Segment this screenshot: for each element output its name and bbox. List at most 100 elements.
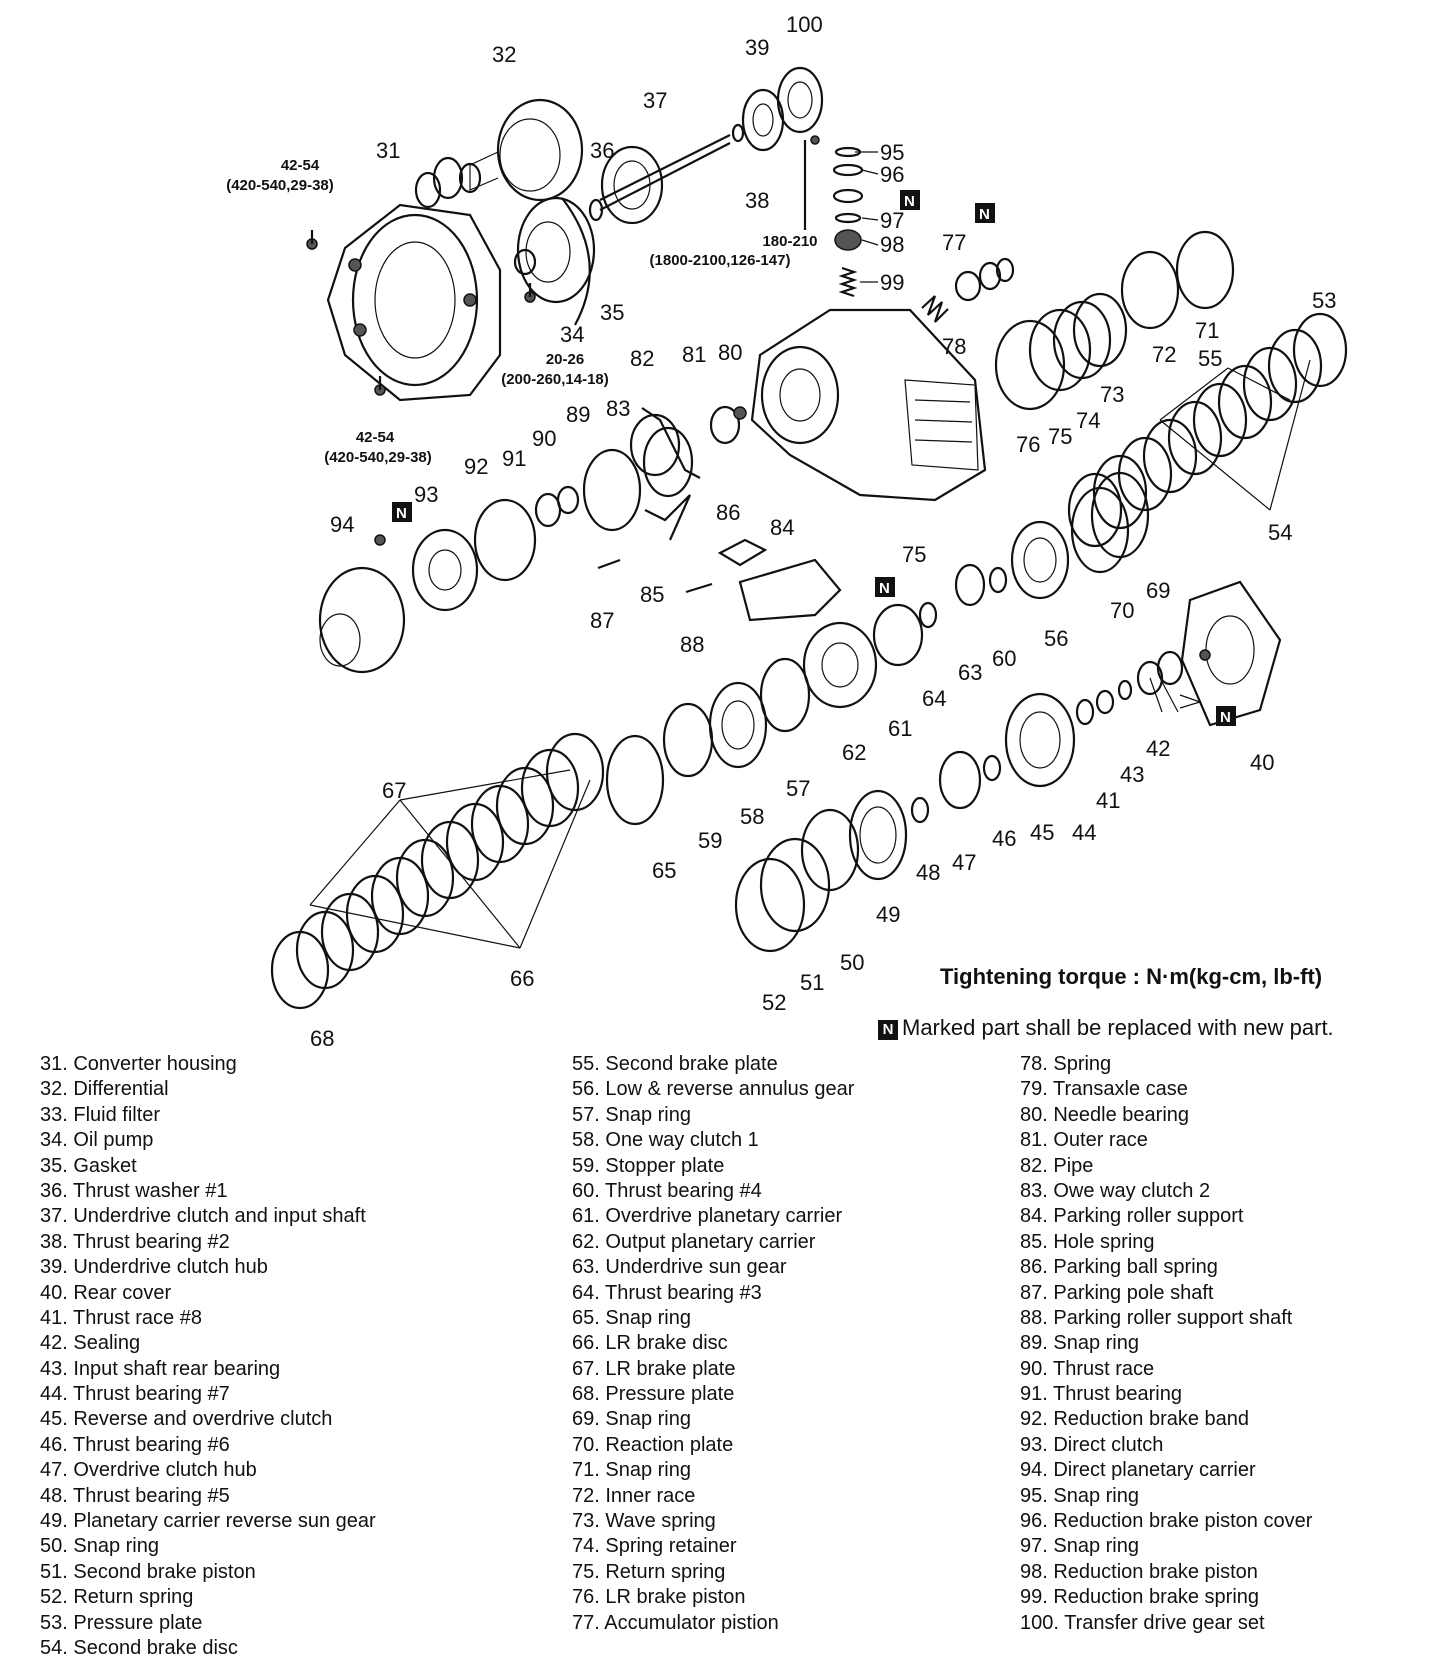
callout-83: 83 bbox=[606, 396, 630, 421]
legend-item: 73. Wave spring bbox=[572, 1510, 716, 1533]
callout-37: 37 bbox=[643, 88, 667, 113]
legend-item: 83. Owe way clutch 2 bbox=[1020, 1179, 1211, 1202]
callout-71: 71 bbox=[1195, 318, 1219, 343]
direct-clutch-group bbox=[318, 426, 694, 674]
legend-item: 38. Thrust bearing #2 bbox=[40, 1230, 230, 1253]
legend-item: 54. Second brake disc bbox=[40, 1636, 238, 1659]
callout-73: 73 bbox=[1100, 382, 1124, 407]
callout-90: 90 bbox=[532, 426, 556, 451]
legend-item: 65. Snap ring bbox=[572, 1306, 691, 1329]
legend-item: 78. Spring bbox=[1020, 1053, 1112, 1075]
legend-item: 47. Overdrive clutch hub bbox=[40, 1459, 257, 1482]
accumulator-piston-part bbox=[921, 257, 1015, 323]
legend-item: 79. Transaxle case bbox=[1020, 1078, 1188, 1101]
callout-labels: 31 32 34 35 36 37 38 39 100 95 96 97 98 … bbox=[310, 12, 1336, 1050]
legend-item: 46. Thrust bearing #6 bbox=[40, 1433, 230, 1456]
new-part-marker: N bbox=[875, 577, 895, 597]
callout-45: 45 bbox=[1030, 820, 1054, 845]
legend-item: 60. Thrust bearing #4 bbox=[572, 1179, 762, 1202]
callout-54: 54 bbox=[1268, 520, 1292, 545]
legend-item: 55. Second brake plate bbox=[572, 1053, 778, 1075]
callout-66: 66 bbox=[510, 966, 534, 991]
callout-78: 78 bbox=[942, 334, 966, 359]
oil-pump-part bbox=[513, 196, 596, 326]
legend-item: 57. Snap ring bbox=[572, 1103, 691, 1126]
callout-62: 62 bbox=[842, 740, 866, 765]
callout-44: 44 bbox=[1072, 820, 1096, 845]
legend-item: 44. Thrust bearing #7 bbox=[40, 1383, 230, 1406]
callout-77: 77 bbox=[942, 230, 966, 255]
legend-item: 89. Snap ring bbox=[1020, 1332, 1139, 1355]
svg-text:N: N bbox=[879, 580, 890, 597]
legend-item: 37. Underdrive clutch and input shaft bbox=[40, 1205, 366, 1228]
callout-76: 76 bbox=[1016, 432, 1040, 457]
legend-item: 67. LR brake plate bbox=[572, 1357, 736, 1380]
callout-65: 65 bbox=[652, 858, 676, 883]
svg-text:N: N bbox=[979, 206, 990, 223]
callout-61: 61 bbox=[888, 716, 912, 741]
differential-part bbox=[414, 98, 584, 209]
legend-item: 94. Direct planetary carrier bbox=[1020, 1459, 1256, 1482]
callout-88: 88 bbox=[680, 632, 704, 657]
callout-38: 38 bbox=[745, 188, 769, 213]
callout-86: 86 bbox=[716, 500, 740, 525]
legend-item: 98. Reduction brake piston bbox=[1020, 1560, 1258, 1583]
input-shaft-part bbox=[588, 66, 824, 225]
torque-spec-pump-detail: (200-260,14-18) bbox=[501, 371, 609, 388]
legend-item: 75. Return spring bbox=[572, 1560, 726, 1583]
callout-57: 57 bbox=[786, 776, 810, 801]
svg-text:N: N bbox=[1220, 709, 1231, 726]
callout-80: 80 bbox=[718, 340, 742, 365]
new-part-marker: N bbox=[392, 502, 412, 522]
callout-94: 94 bbox=[330, 512, 354, 537]
legend-item: 97. Snap ring bbox=[1020, 1535, 1139, 1558]
second-brake-pack bbox=[1067, 312, 1348, 548]
legend-item: 41. Thrust race #8 bbox=[40, 1306, 202, 1329]
callout-84: 84 bbox=[770, 515, 794, 540]
torque-spec-pump: 20-26 bbox=[546, 351, 584, 368]
legend-item: 82. Pipe bbox=[1020, 1154, 1094, 1177]
callout-67: 67 bbox=[382, 778, 406, 803]
legend-item: 31. Converter housing bbox=[40, 1053, 237, 1075]
callout-97: 97 bbox=[880, 208, 904, 233]
legend-item: 92. Reduction brake band bbox=[1020, 1408, 1250, 1431]
callout-89: 89 bbox=[566, 402, 590, 427]
legend-item: 45. Reverse and overdrive clutch bbox=[40, 1408, 333, 1431]
callout-46: 46 bbox=[992, 826, 1016, 851]
callout-34: 34 bbox=[560, 322, 584, 347]
legend-item: 59. Stopper plate bbox=[572, 1154, 725, 1177]
legend-item: 48. Thrust bearing #5 bbox=[40, 1484, 230, 1507]
new-part-markers: N N N N N bbox=[392, 190, 1236, 726]
reduction-brake-stack bbox=[832, 146, 864, 298]
callout-72: 72 bbox=[1152, 342, 1176, 367]
legend-item: 39. Underdrive clutch hub bbox=[40, 1256, 268, 1279]
callout-52: 52 bbox=[762, 990, 786, 1015]
callout-96: 96 bbox=[880, 162, 904, 187]
legend-item: 36. Thrust washer #1 bbox=[40, 1179, 228, 1202]
callout-58: 58 bbox=[740, 804, 764, 829]
legend-item: 76. LR brake piston bbox=[572, 1586, 746, 1609]
callout-64: 64 bbox=[922, 686, 946, 711]
lr-brake-piston-stack bbox=[994, 230, 1235, 411]
callout-59: 59 bbox=[698, 828, 722, 853]
legend-item: 50. Snap ring bbox=[40, 1535, 159, 1558]
callout-98: 98 bbox=[880, 232, 904, 257]
legend-item: 100. Transfer drive gear set bbox=[1020, 1611, 1265, 1634]
new-part-note-text: Marked part shall be replaced with new p… bbox=[902, 1015, 1334, 1040]
callout-95: 95 bbox=[880, 140, 904, 165]
parts-legend-column-2: 55. Second brake plate 56. Low & reverse … bbox=[572, 1052, 854, 1636]
callout-56: 56 bbox=[1044, 626, 1068, 651]
legend-item: 58. One way clutch 1 bbox=[572, 1129, 759, 1152]
legend-item: 33. Fluid filter bbox=[40, 1103, 161, 1126]
callout-51: 51 bbox=[800, 970, 824, 995]
legend-item: 35. Gasket bbox=[40, 1154, 137, 1177]
new-part-marker: N bbox=[975, 203, 995, 223]
leader-lines bbox=[855, 151, 1179, 713]
callout-92: 92 bbox=[464, 454, 488, 479]
legend-item: 64. Thrust bearing #3 bbox=[572, 1281, 762, 1304]
callout-74: 74 bbox=[1076, 408, 1100, 433]
callout-53: 53 bbox=[1312, 288, 1336, 313]
legend-item: 56. Low & reverse annulus gear bbox=[572, 1078, 855, 1101]
transaxle-case-part bbox=[750, 308, 987, 502]
